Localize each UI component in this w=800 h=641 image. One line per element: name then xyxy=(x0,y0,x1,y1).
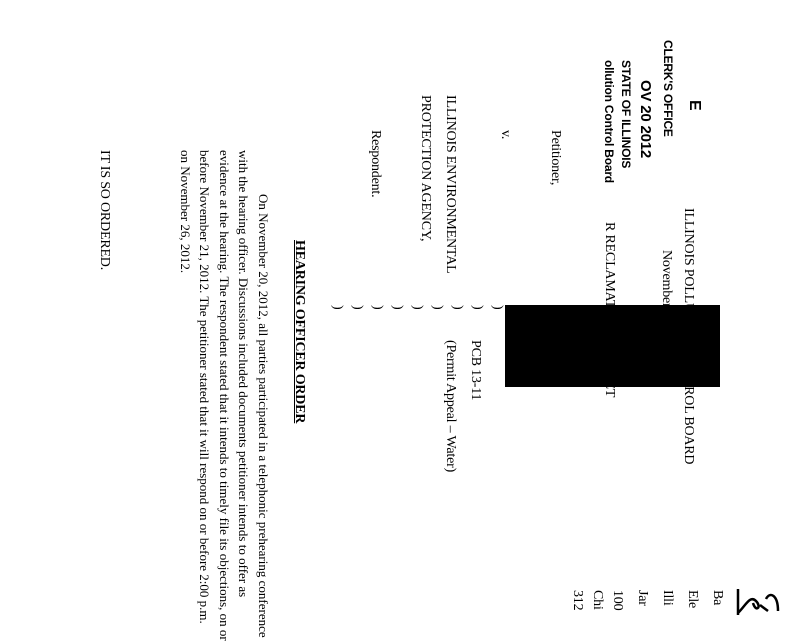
stamp-state: STATE OF ILLINOIS xyxy=(619,60,633,169)
rotated-document-page: E CLERK'S OFFICE OV 20 2012 STATE OF ILL… xyxy=(97,40,780,641)
stamp-clerks-office: CLERK'S OFFICE xyxy=(661,40,675,137)
paren: ) xyxy=(490,305,505,310)
paren: ) xyxy=(450,305,465,310)
service-line: Ba xyxy=(710,590,725,606)
paren: ) xyxy=(410,305,425,310)
order-line: before November 21, 2012. The petitioner… xyxy=(197,150,213,624)
service-line: Ele xyxy=(685,590,700,609)
service-line: Illi xyxy=(660,590,675,606)
service-line: Jar xyxy=(635,590,650,606)
service-line: 100 xyxy=(610,590,625,611)
order-title: HEARING OFFICER ORDER xyxy=(292,240,307,424)
stamp-board: ollution Control Board xyxy=(602,60,616,183)
respondent-label: Respondent. xyxy=(368,130,383,198)
signature-initials xyxy=(736,589,780,615)
order-closing: IT IS SO ORDERED. xyxy=(97,150,112,271)
versus: v. xyxy=(498,130,513,140)
redaction-block xyxy=(505,305,720,387)
stamp-letter: E xyxy=(686,100,703,111)
order-line: with the hearing officer. Discussions in… xyxy=(236,150,252,598)
paren: ) xyxy=(370,305,385,310)
respondent-line-1: ILLINOIS ENVIRONMENTAL xyxy=(443,95,458,274)
respondent-line-2: PROTECTION AGENCY, xyxy=(418,95,433,242)
paren: ) xyxy=(350,305,365,310)
petitioner-label: Petitioner, xyxy=(548,130,563,186)
paren: ) xyxy=(330,305,345,310)
case-type: (Permit Appeal – Water) xyxy=(443,340,458,473)
stamp-date: OV 20 2012 xyxy=(637,80,654,159)
paren: ) xyxy=(470,305,485,310)
order-line: on November 26, 2012. xyxy=(178,150,193,274)
paren: ) xyxy=(430,305,445,310)
service-line: 312 xyxy=(570,590,585,611)
paren: ) xyxy=(390,305,405,310)
order-line: On November 20, 2012, all parties partic… xyxy=(256,194,271,638)
order-paragraph: On November 20, 2012, all parties partic… xyxy=(176,150,274,641)
case-number: PCB 13-11 xyxy=(468,340,483,401)
service-line: Chi xyxy=(590,590,605,610)
order-line: evidence at the hearing. The respondent … xyxy=(217,150,232,641)
